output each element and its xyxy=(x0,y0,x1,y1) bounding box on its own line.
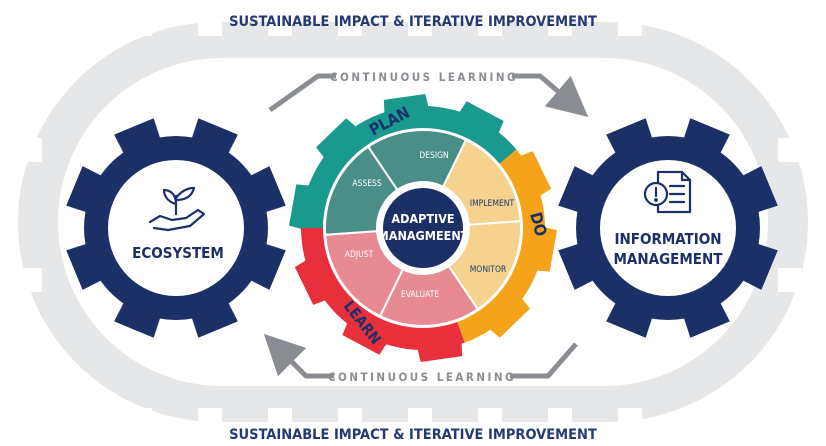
track-notch xyxy=(198,408,222,424)
design-label: DESIGN xyxy=(419,151,448,161)
center-line2: MANAGMEENT xyxy=(378,228,469,243)
track-notch xyxy=(408,20,432,36)
track-notch xyxy=(688,408,712,424)
banner-top: SUSTAINABLE IMPACT & ITERATIVE IMPROVEME… xyxy=(229,14,597,30)
adjust-segment xyxy=(324,230,405,318)
implement-label: IMPLEMENT xyxy=(470,199,515,209)
adjust-label: ADJUST xyxy=(345,250,374,260)
track-notch xyxy=(408,408,432,424)
learning-label-bottom: CONTINUOUS LEARNING xyxy=(328,370,516,384)
adaptive-management-gear: ADAPTIVE MANAGMEENT DESIGN ASSESS IMPLEM… xyxy=(289,94,557,362)
track-notch xyxy=(548,408,572,424)
track-notch xyxy=(478,20,502,36)
track-notch xyxy=(618,408,642,424)
track-notch xyxy=(618,20,642,36)
center-line1: ADAPTIVE xyxy=(391,211,454,226)
ecosystem-gear: ECOSYSTEM xyxy=(66,118,286,338)
learning-arrow-bottom: CONTINUOUS LEARNING xyxy=(263,333,578,384)
track-notch xyxy=(478,408,502,424)
evaluate-label: EVALUATE xyxy=(401,290,439,300)
monitor-label: MONITOR xyxy=(470,265,507,275)
information-management-gear: INFORMATION MANAGEMENT xyxy=(558,118,778,338)
do-ring xyxy=(457,149,545,343)
track-notch xyxy=(778,138,802,162)
track-notch xyxy=(338,408,362,424)
hand-sprout-icon xyxy=(148,186,206,232)
gear-tooth xyxy=(315,118,359,161)
information-label-line1: INFORMATION xyxy=(614,230,721,248)
learn-ring xyxy=(301,228,465,350)
track-notch xyxy=(128,408,152,424)
track-notch xyxy=(688,20,712,36)
learning-label-top: CONTINUOUS LEARNING xyxy=(330,70,518,84)
banner-bottom: SUSTAINABLE IMPACT & ITERATIVE IMPROVEME… xyxy=(229,427,597,443)
assess-label: ASSESS xyxy=(352,179,382,189)
assess-segment xyxy=(324,145,399,236)
learning-arrow-top: CONTINUOUS LEARNING xyxy=(268,70,589,117)
document-alert-icon xyxy=(643,170,692,214)
track-notch xyxy=(198,20,222,36)
track-notch xyxy=(268,20,292,36)
track-notch xyxy=(18,268,42,292)
track-notch xyxy=(128,20,152,36)
ecosystem-label: ECOSYSTEM xyxy=(132,244,224,262)
plan-ring xyxy=(301,106,517,228)
track-notch xyxy=(268,408,292,424)
track-notch xyxy=(778,268,802,292)
center-hub xyxy=(383,188,463,268)
track-notch xyxy=(18,138,42,162)
track-notch xyxy=(338,20,362,36)
information-label-line2: MANAGEMENT xyxy=(613,250,723,268)
track-notch xyxy=(548,20,572,36)
gear-tooth xyxy=(487,295,531,338)
